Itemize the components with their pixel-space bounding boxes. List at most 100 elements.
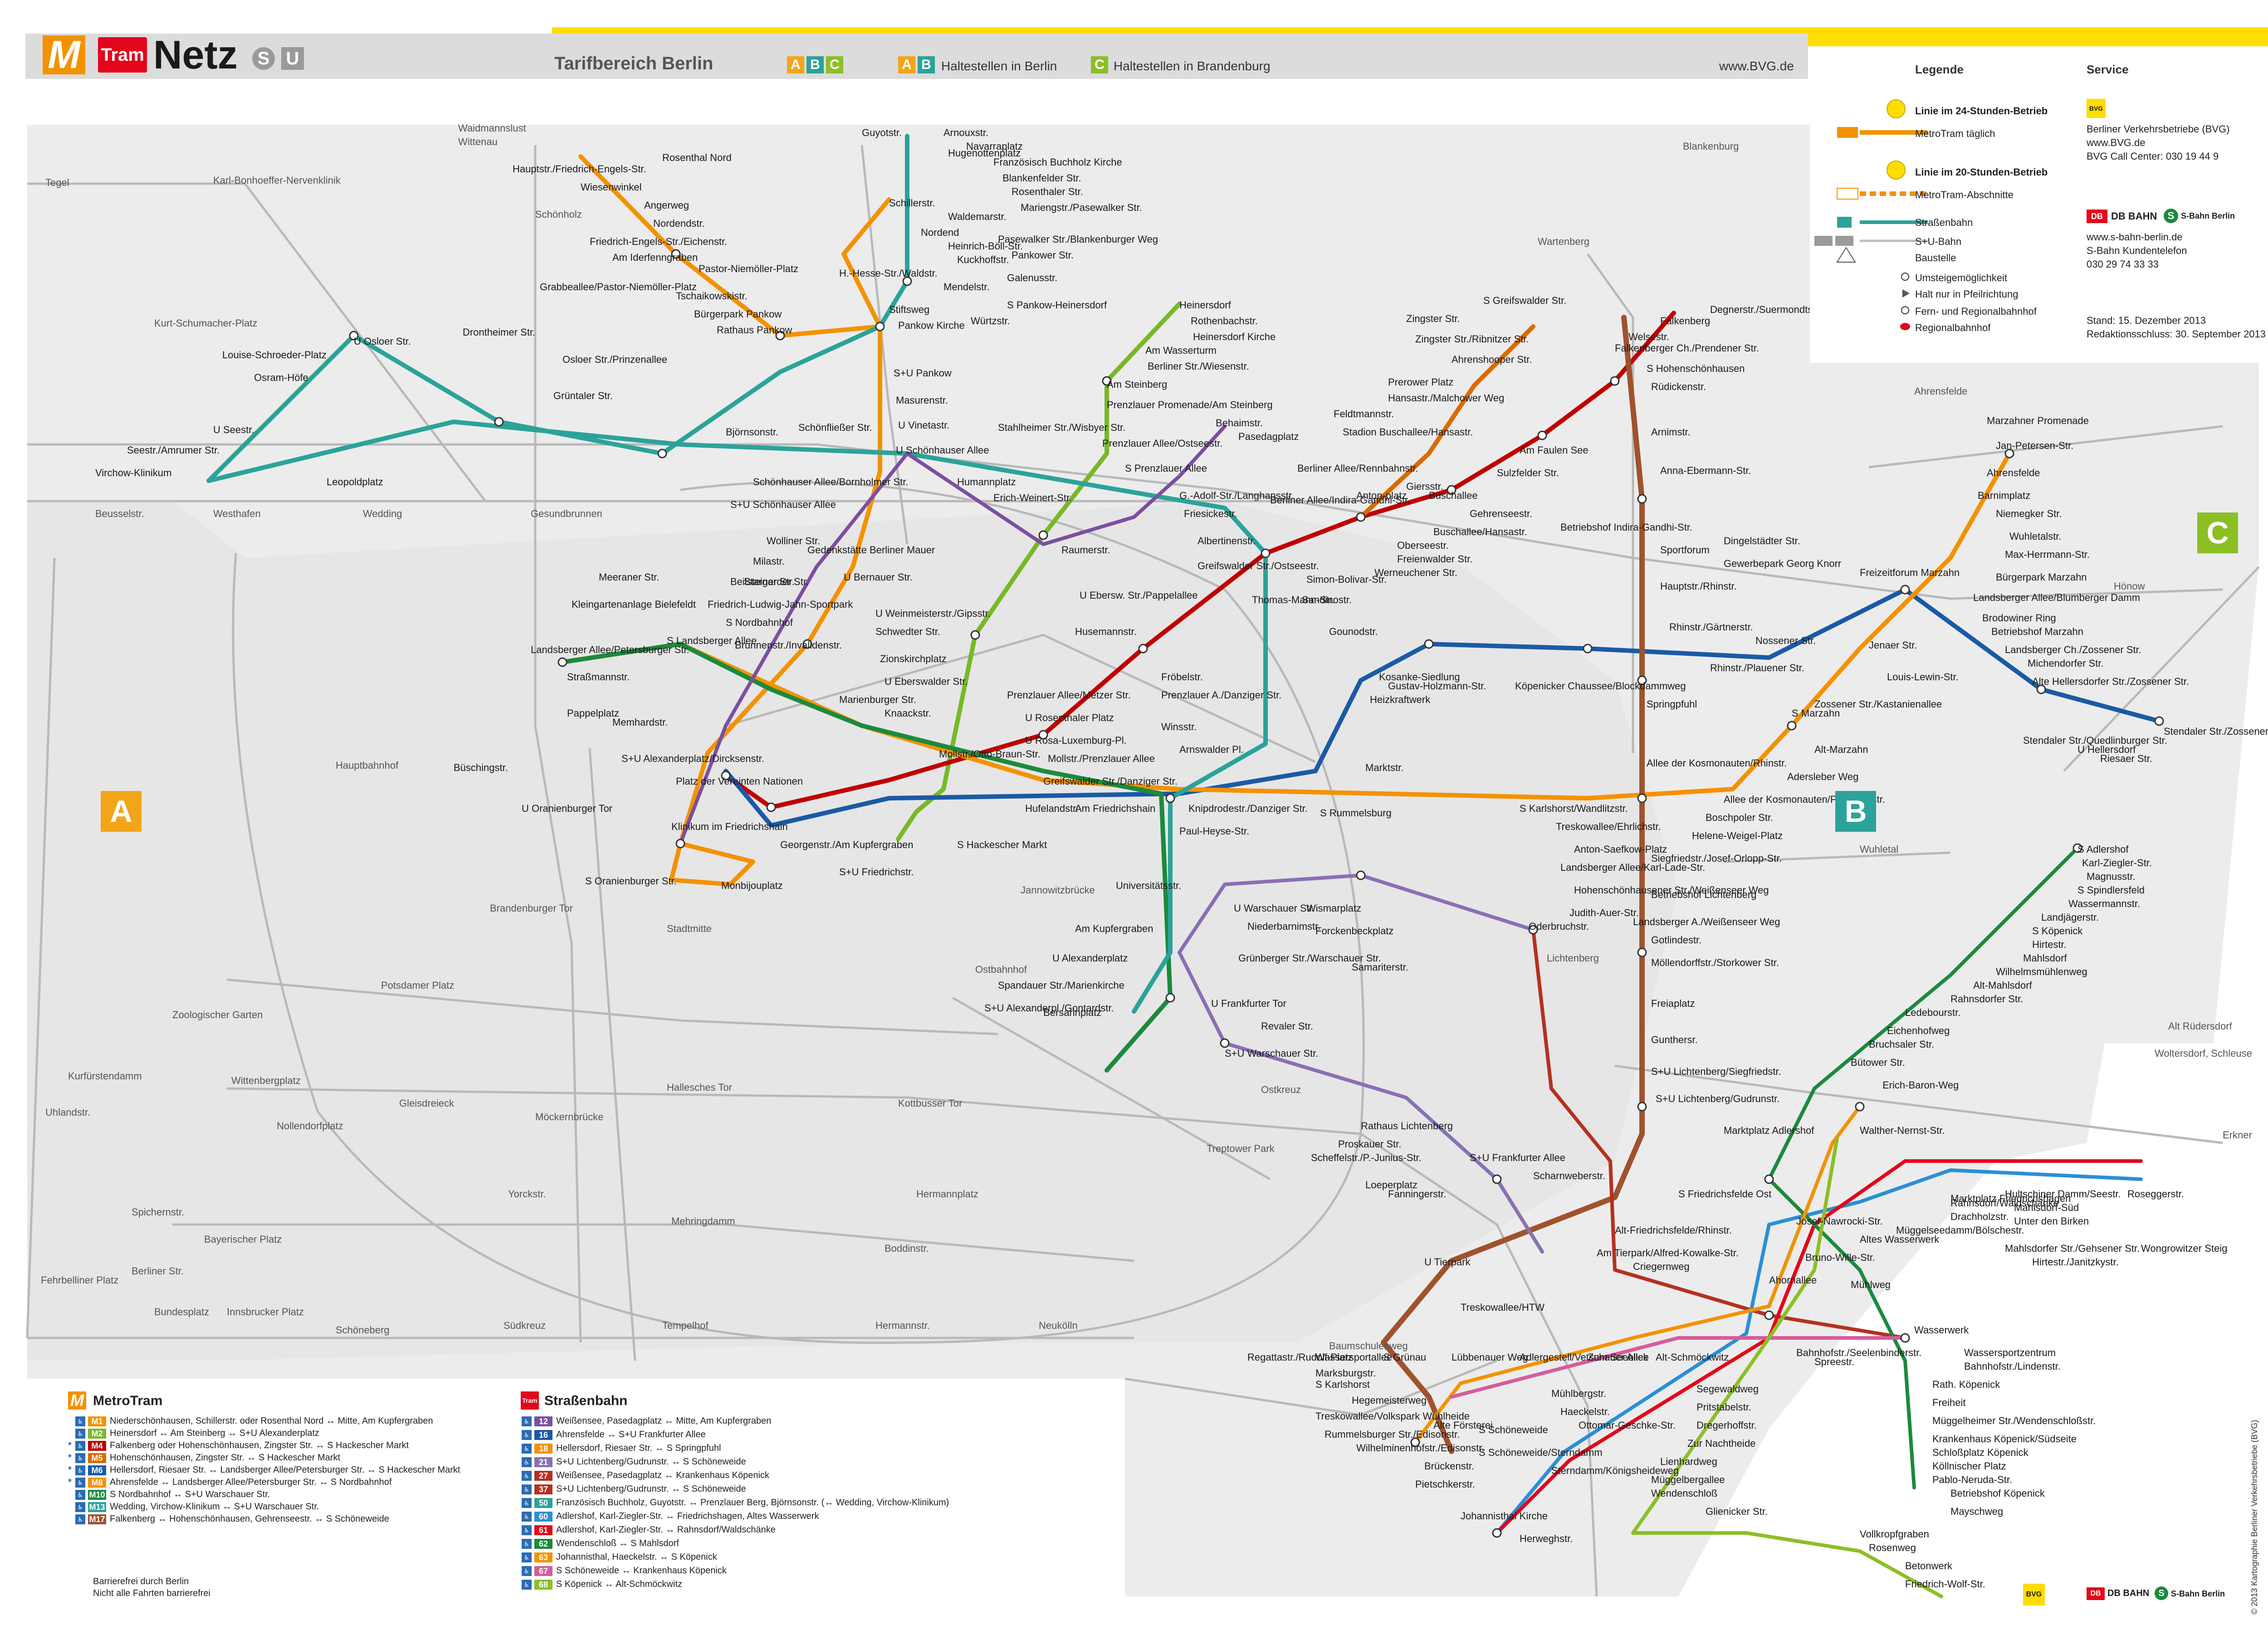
district-label: Spichernstr.	[132, 1206, 184, 1218]
station-label: Stargarder Str.	[744, 576, 809, 587]
line-badge: M5	[88, 1453, 106, 1463]
station-label: Kleingartenanlage Bielefeldt	[572, 599, 696, 610]
line-route-text: Falkenberg ↔ Hohenschönhausen, Gehrensee…	[110, 1514, 389, 1524]
wheelchair-icon: ♿	[75, 1453, 85, 1463]
station-label: S+U Lichtenberg/Gudrunstr.	[1656, 1093, 1779, 1104]
district-label: Beusselstr.	[95, 508, 144, 519]
station-label: Unter den Birken	[2014, 1215, 2089, 1227]
regional-station-icon	[1900, 323, 1910, 330]
station-label: Am Friedrichshain	[1075, 803, 1155, 814]
station-label: Navarraplatz	[966, 141, 1023, 152]
station-label: Leopoldplatz	[327, 476, 383, 488]
district-label: Südkreuz	[503, 1320, 546, 1331]
station-label: Zum Seeblick	[1588, 1352, 1648, 1363]
line-route-text: Wedding, Virchow-Klinikum ↔ S+U Warschau…	[110, 1502, 319, 1512]
district-label: Wartenberg	[1538, 236, 1589, 247]
station-node-1	[775, 331, 785, 341]
station-label: Greifswalder Str./Danziger Str.	[1043, 776, 1178, 787]
station-label: Brückenstr.	[1424, 1460, 1474, 1472]
station-label: Erich-Weinert-Str.	[993, 492, 1072, 503]
station-label: Hauptstr./Rhinstr.	[1660, 581, 1737, 592]
service-bvg-url[interactable]: www.BVG.de	[2087, 137, 2146, 148]
station-label: Schloßplatz Köpenick	[1932, 1447, 2029, 1458]
station-nodes	[349, 249, 2164, 1538]
sbahn-line-9	[1614, 1064, 2223, 1144]
station-label: Am Steinberg	[1107, 379, 1167, 390]
station-node-30	[557, 657, 567, 667]
line-badge: 21	[534, 1457, 552, 1467]
district-label: Yorckstr.	[508, 1188, 546, 1200]
sbahn-logo: S	[252, 47, 275, 70]
station-label: Spandauer Str./Marienkirche	[998, 980, 1124, 991]
district-label: Ostbahnhof	[975, 964, 1027, 975]
station-label: Rhinstr./Gärtnerstr.	[1669, 621, 1753, 633]
station-label: Brodowiner Ring	[1982, 612, 2056, 624]
station-label: Sterndamm/Königsheideweg	[1551, 1465, 1679, 1476]
station-label: Grünberger Str./Warschauer Str.	[1238, 952, 1381, 964]
district-label: Erkner	[2223, 1129, 2252, 1141]
station-label: Sandinostr.	[1302, 594, 1352, 605]
station-label: Tschaikowskistr.	[676, 290, 748, 302]
line-badge: M10	[88, 1489, 106, 1500]
station-label: Bruchsaler Str.	[1869, 1039, 1934, 1050]
station-label: Gounodstr.	[1329, 626, 1378, 637]
district-label: Hönow	[2114, 581, 2145, 592]
station-node-32	[1038, 730, 1048, 740]
haltestellen-berlin-label: Haltestellen in Berlin	[941, 59, 1057, 73]
wheelchair-icon: ♿	[522, 1552, 532, 1562]
sbahn-line-18	[952, 996, 1271, 1181]
station-label: Altes Wasserwerk	[1860, 1234, 1940, 1245]
station-label: U Weinmeisterstr./Gipsstr.	[875, 608, 991, 619]
station-node-2	[875, 322, 885, 332]
station-label: Am Tierpark/Alfred-Kowalke-Str.	[1597, 1247, 1739, 1259]
tram-legend-title: Straßenbahn	[544, 1393, 628, 1408]
barrierefrei-note: Barrierefrei durch Berlin	[93, 1576, 189, 1586]
station-label: S Prenzlauer Allee	[1125, 463, 1207, 474]
station-label: Hegemeisterweg	[1352, 1395, 1427, 1406]
station-label: Springpfuhl	[1647, 698, 1697, 710]
20h-icon	[1887, 161, 1906, 180]
line-route-text: Niederschönhausen, Schillerstr. oder Ros…	[110, 1416, 433, 1426]
station-label: S+U Friedrichstr.	[839, 866, 914, 878]
station-label: S Adlershof	[2077, 844, 2129, 855]
station-label: Wassermannstr.	[2068, 898, 2140, 909]
station-label: Hufelandstr.	[1025, 803, 1078, 814]
station-label: Hauptstr./Friedrich-Engels-Str.	[513, 163, 646, 175]
station-label: Am Iderfenngraben	[612, 252, 698, 263]
station-label: U Seestr.	[213, 424, 254, 435]
station-label: Bütower Str.	[1851, 1057, 1905, 1068]
station-label: Rahnsdorf/Waldschänke	[1950, 1197, 2059, 1209]
night-star-icon: *	[68, 1453, 72, 1463]
station-label: Rummelsburger Str./Edisonstr.	[1325, 1429, 1460, 1440]
district-label: Hermannstr.	[875, 1320, 930, 1331]
line-badge: 67	[534, 1566, 552, 1576]
station-label: Gotlindestr.	[1651, 934, 1701, 946]
station-label: Prerower Platz	[1388, 376, 1453, 388]
sbahn-berlin-label: S-Bahn Berlin	[2181, 211, 2235, 220]
station-node-25	[1165, 793, 1175, 803]
station-node-22	[1900, 585, 1910, 595]
station-label: Betonwerk	[1905, 1560, 1953, 1572]
station-label: Hirtestr./Janitzkystr.	[2032, 1256, 2119, 1268]
station-label: Müggelheimer Str./Wendenschloßstr.	[1932, 1415, 2096, 1426]
station-label: Bahnhofstr./Lindenstr.	[1964, 1361, 2061, 1372]
tram-lines	[206, 134, 2161, 1598]
page-title: Netz	[153, 32, 238, 77]
service-sbahn-url[interactable]: www.s-bahn-berlin.de	[2087, 231, 2183, 243]
legend-20h: Linie im 20-Stunden-Betrieb	[1915, 166, 2048, 178]
metrotram-legend-panel	[64, 1386, 517, 1633]
station-label: Brunnenstr./Invalidenstr.	[735, 639, 842, 651]
station-node-18	[1637, 1102, 1647, 1112]
station-label: Knipdrodestr./Danziger Str.	[1188, 803, 1308, 814]
tram-line-2	[206, 134, 909, 483]
db-bahn-label: DB BAHN	[2111, 210, 2157, 222]
station-label: Krankenhaus Köpenick/Südseite	[1932, 1433, 2077, 1445]
line-badge: 62	[534, 1538, 552, 1549]
nicht-barrierefrei-note: Nicht alle Fahrten barrierefrei	[93, 1588, 210, 1598]
wheelchair-icon: ♿	[75, 1514, 85, 1524]
legend-one-way: Halt nur in Pfeilrichtung	[1915, 288, 2019, 300]
wheelchair-icon: ♿	[75, 1477, 85, 1488]
bvg-url[interactable]: www.BVG.de	[1719, 59, 1794, 73]
footer-db-label: DB BAHN	[2107, 1588, 2150, 1598]
